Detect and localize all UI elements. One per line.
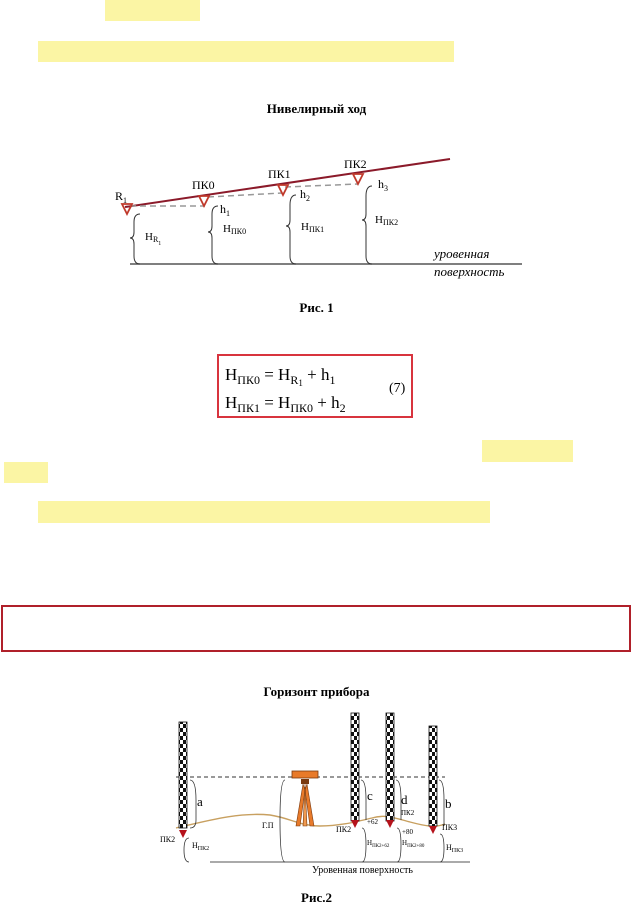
brace-hpk2 (361, 185, 373, 265)
terrain-line (175, 813, 446, 829)
highlight-bar-5 (38, 501, 490, 523)
label-hpk2-left: HПК2 (192, 841, 209, 852)
brace-hr1 (129, 213, 141, 265)
label-gp: Г.П (262, 821, 274, 830)
label-h3: h3 (378, 177, 388, 193)
staff-d (385, 712, 395, 822)
highlight-bar-4 (4, 462, 48, 483)
empty-red-frame (1, 605, 631, 652)
instrument-horizon-diagram: a c d b ПК2 HПК2 Г.П ПК2 +62 HПК2+62 ПК2… (160, 712, 470, 876)
highlight-bar-2 (38, 41, 454, 62)
label-surface-1: уровенная (432, 246, 489, 261)
level-instrument (291, 770, 319, 827)
label-b: b (445, 796, 452, 811)
label-pk2-left: ПК2 (160, 835, 175, 844)
label-hpk3: HПК3 (446, 843, 463, 854)
point-pk2-62 (386, 820, 394, 828)
label-pk1: ПК1 (268, 167, 291, 181)
label-surface-2: поверхность (434, 264, 505, 279)
highlight-bar-3 (482, 440, 573, 462)
label-h2: h2 (300, 187, 310, 203)
label-hpk1: HПК1 (301, 221, 324, 234)
label-h1: h1 (220, 202, 230, 218)
point-pk2-left (179, 830, 187, 838)
station-marker-r1 (120, 203, 134, 217)
label-pk3: ПК3 (442, 823, 457, 832)
label-plus62: +62 (367, 818, 378, 826)
svg-text:HПК0 = HR1 + h1: HПК0 = HR1 + h1 (225, 365, 335, 388)
figure2-caption: Рис.2 (301, 890, 332, 905)
label-hpk0: HПК0 (223, 223, 246, 236)
staff-c (350, 712, 360, 822)
staff-a (178, 721, 188, 829)
label-hpk2: HПК2 (375, 214, 398, 227)
figure2-title: Горизонт прибора (263, 684, 370, 699)
label-pk0: ПК0 (192, 178, 215, 192)
point-pk3 (429, 826, 437, 834)
label-hpk2-80: HПК2+80 (402, 839, 425, 849)
figure1-title: Нивелирный ход (266, 101, 367, 116)
brace-hpk1 (285, 194, 297, 265)
label-d: d (401, 792, 408, 807)
label-hr1: HR1 (145, 231, 161, 247)
label-plus80: +80 (402, 828, 413, 836)
sight-line (124, 158, 451, 208)
station-marker-pk1 (276, 184, 290, 198)
formula-number: (7) (389, 381, 406, 396)
label-c: c (367, 788, 373, 803)
svg-text:HПК1 = HПК0 + h2: HПК1 = HПК0 + h2 (225, 393, 346, 415)
label-r1: R1 (115, 189, 127, 205)
figure1-caption: Рис. 1 (299, 300, 334, 315)
leveling-diagram: R1 ПК0 ПК1 ПК2 h1 h2 h3 HR1 HПК0 HПК1 HП… (115, 157, 522, 279)
label-pk2: ПК2 (344, 157, 367, 171)
label-pk2-d: ПК2 (401, 809, 415, 817)
label-pk2-mid: ПК2 (336, 825, 351, 834)
formula-box: HПК0 = HR1 + h1 HПК1 = HПК0 + h2 (7) (217, 354, 413, 418)
highlight-bar-1 (105, 0, 200, 21)
brace-hpk0 (207, 205, 219, 265)
label-level-surface: Уровенная поверхность (312, 865, 413, 876)
staff-b (428, 725, 438, 827)
label-hpk2-62: HПК2+62 (367, 839, 390, 849)
label-a: a (197, 794, 203, 809)
point-pk2-mid (351, 820, 359, 828)
station-marker-pk2 (351, 173, 365, 187)
formula: HПК0 = HR1 + h1 HПК1 = HПК0 + h2 (7) (225, 365, 406, 415)
station-marker-pk0 (197, 195, 211, 209)
